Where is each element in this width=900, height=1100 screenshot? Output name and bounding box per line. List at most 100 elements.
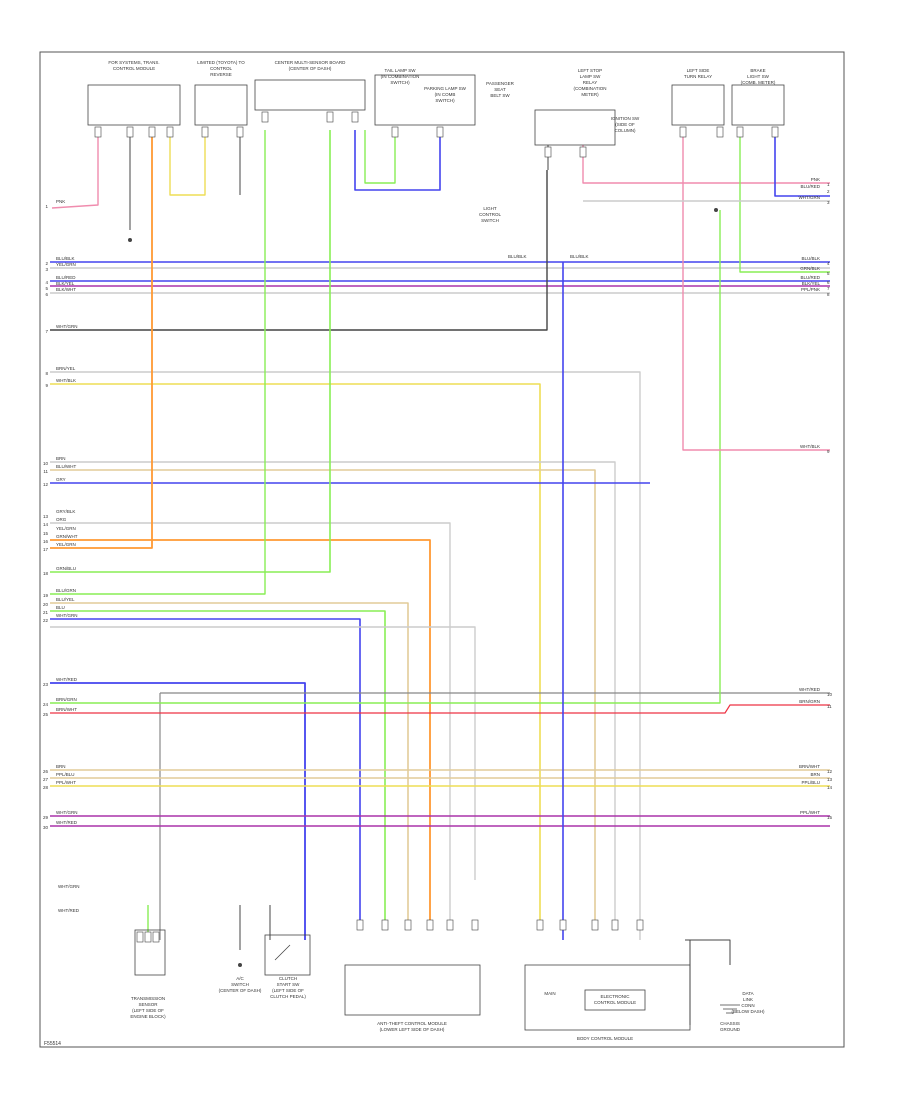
component-c12-label-line: ENGINE BLOCK) [130, 1014, 166, 1019]
left-wire-pin: 8 [45, 371, 48, 376]
component-c14-label-line: CLUTCH [279, 976, 297, 981]
left-wire-pin: 3 [45, 267, 48, 272]
connector-c15 [426, 919, 434, 931]
component-c16-label-line: BODY CONTROL MODULE [577, 1036, 633, 1041]
left-wire-pin: 26 [43, 769, 49, 774]
left-wire-label: BLU/GRN [56, 588, 76, 593]
connector-c4 [391, 126, 399, 138]
diagram-id: F55514 [44, 1041, 61, 1047]
component-c18-label-line: ELECTRONIC [600, 994, 630, 999]
wire-lightgray [50, 522, 451, 920]
component-c1-label-line: FOR SYSTEMS, TRANS. [108, 60, 159, 65]
component-c8-label-line: TURN RELAY [684, 74, 712, 79]
left-wire-label: PNK [56, 199, 65, 204]
left-wire-label: WHT/RED [56, 677, 78, 682]
right-wire-pin: 13 [827, 777, 833, 782]
left-wire-label: PPL/BLU [56, 772, 75, 777]
left-wire-pin: 25 [43, 712, 49, 717]
component-c6-label-line: BELT SW [490, 93, 510, 98]
left-wire-label: BLU/YEL [56, 597, 75, 602]
bottom-wire-label: WHT/RED [58, 908, 80, 913]
component-c17-label-line: CONN [741, 1003, 754, 1008]
left-wire-label: YEL/GRN [56, 526, 76, 531]
component-c8-label-line: LEFT SIDE [687, 68, 710, 73]
component-c13-label-line: SWITCH [231, 982, 249, 987]
ground-symbol [720, 1004, 740, 1014]
connector-c15 [356, 919, 364, 931]
component-c1 [87, 84, 181, 126]
right-wire-pin: 8 [827, 292, 830, 297]
right-wire-label: BLU/RED [800, 184, 820, 189]
wire-pink [682, 130, 830, 451]
component-c3-label-line: CENTER MULTI-SENSOR BOARD [275, 60, 346, 65]
wire-green [364, 130, 396, 184]
component-c11-label-line: CONTROL [479, 212, 501, 217]
left-wire-label: GRY [56, 477, 66, 482]
right-wire-pin: 5 [827, 271, 830, 276]
wire-blue [50, 682, 306, 940]
component-c10-label-line: COLUMN) [615, 128, 637, 133]
connector-c15 [471, 919, 479, 931]
left-wire-pin: 21 [43, 610, 49, 615]
left-wire-pin: 6 [45, 292, 48, 297]
component-c7-label-line: LEFT STOP [578, 68, 602, 73]
right-wire-pin: 7 [827, 286, 830, 291]
left-wire-pin: 24 [43, 702, 49, 707]
left-wire-label: BRN/WHT [56, 707, 77, 712]
right-wire-pin: 1 [827, 182, 830, 187]
component-c2-label-line: LIMITED (TOYOTA) TO [197, 60, 245, 65]
connector-c3 [261, 111, 269, 123]
component-c16 [524, 964, 691, 1031]
component-c4-label-line: (IN COMBINATION [381, 74, 420, 79]
left-wire-pin: 4 [45, 280, 48, 285]
right-wire-pin: 9 [827, 449, 830, 454]
connector-c1 [148, 126, 156, 138]
wire-darkgray [685, 939, 731, 965]
left-wire-pin: 30 [43, 825, 49, 830]
inline-wire-label: BLU/BLK [508, 254, 527, 259]
wire-lightgray [50, 461, 616, 920]
component-c1-label-line: CONTROL MODULE [113, 66, 155, 71]
right-wire-pin: 12 [827, 769, 833, 774]
right-wire-pin: 2 [827, 189, 830, 194]
wire-orange [50, 539, 431, 920]
component-c12-label-line: (LEFT SIDE OF [132, 1008, 164, 1013]
left-wire-label: BRN/YEL [56, 366, 76, 371]
left-wire-pin: 14 [43, 522, 49, 527]
component-c14-label-line: CLUTCH PEDAL) [270, 994, 306, 999]
left-wire-label: WHT/GRN [56, 324, 78, 329]
left-wire-pin: 18 [43, 571, 49, 576]
component-c13-label-line: A/C [236, 976, 244, 981]
connector-c2 [201, 126, 209, 138]
right-wire-pin: 14 [827, 785, 833, 790]
right-wire-pin: 11 [827, 704, 832, 709]
splice-dot [238, 963, 242, 967]
right-wire-label: GRN/BLK [800, 266, 820, 271]
left-wire-pin: 22 [43, 618, 49, 623]
right-wire-label: BLU/BLK [801, 256, 820, 261]
component-c9 [731, 84, 785, 126]
left-wire-pin: 29 [43, 815, 49, 820]
component-c15-label-line: ANTI-THEFT CONTROL MODULE [377, 1021, 447, 1026]
component-c7 [534, 109, 616, 146]
connector-c12 [136, 931, 144, 943]
splice-dot [128, 238, 132, 242]
left-wire-label: ORG [56, 517, 67, 522]
left-wire-pin: 28 [43, 785, 49, 790]
wire-green [739, 130, 830, 273]
right-wire-pin: 3 [827, 200, 830, 205]
left-wire-label: WHT/GRN [56, 613, 78, 618]
wire-blue [50, 618, 361, 920]
left-wire-pin: 12 [43, 482, 49, 487]
component-c18 [584, 989, 646, 1011]
wire-tan [50, 469, 596, 920]
connector-c9 [771, 126, 779, 138]
left-wire-label: GRN/WHT [56, 534, 78, 539]
component-c20-label-line: GROUND [720, 1027, 741, 1032]
left-wire-label: BRN [56, 764, 66, 769]
right-wire-pin: 6 [827, 280, 830, 285]
splice-dot [714, 208, 718, 212]
component-c10-label-line: IGNITION SW [611, 116, 640, 121]
connector-c15 [446, 919, 454, 931]
wire-yellow [50, 383, 541, 920]
